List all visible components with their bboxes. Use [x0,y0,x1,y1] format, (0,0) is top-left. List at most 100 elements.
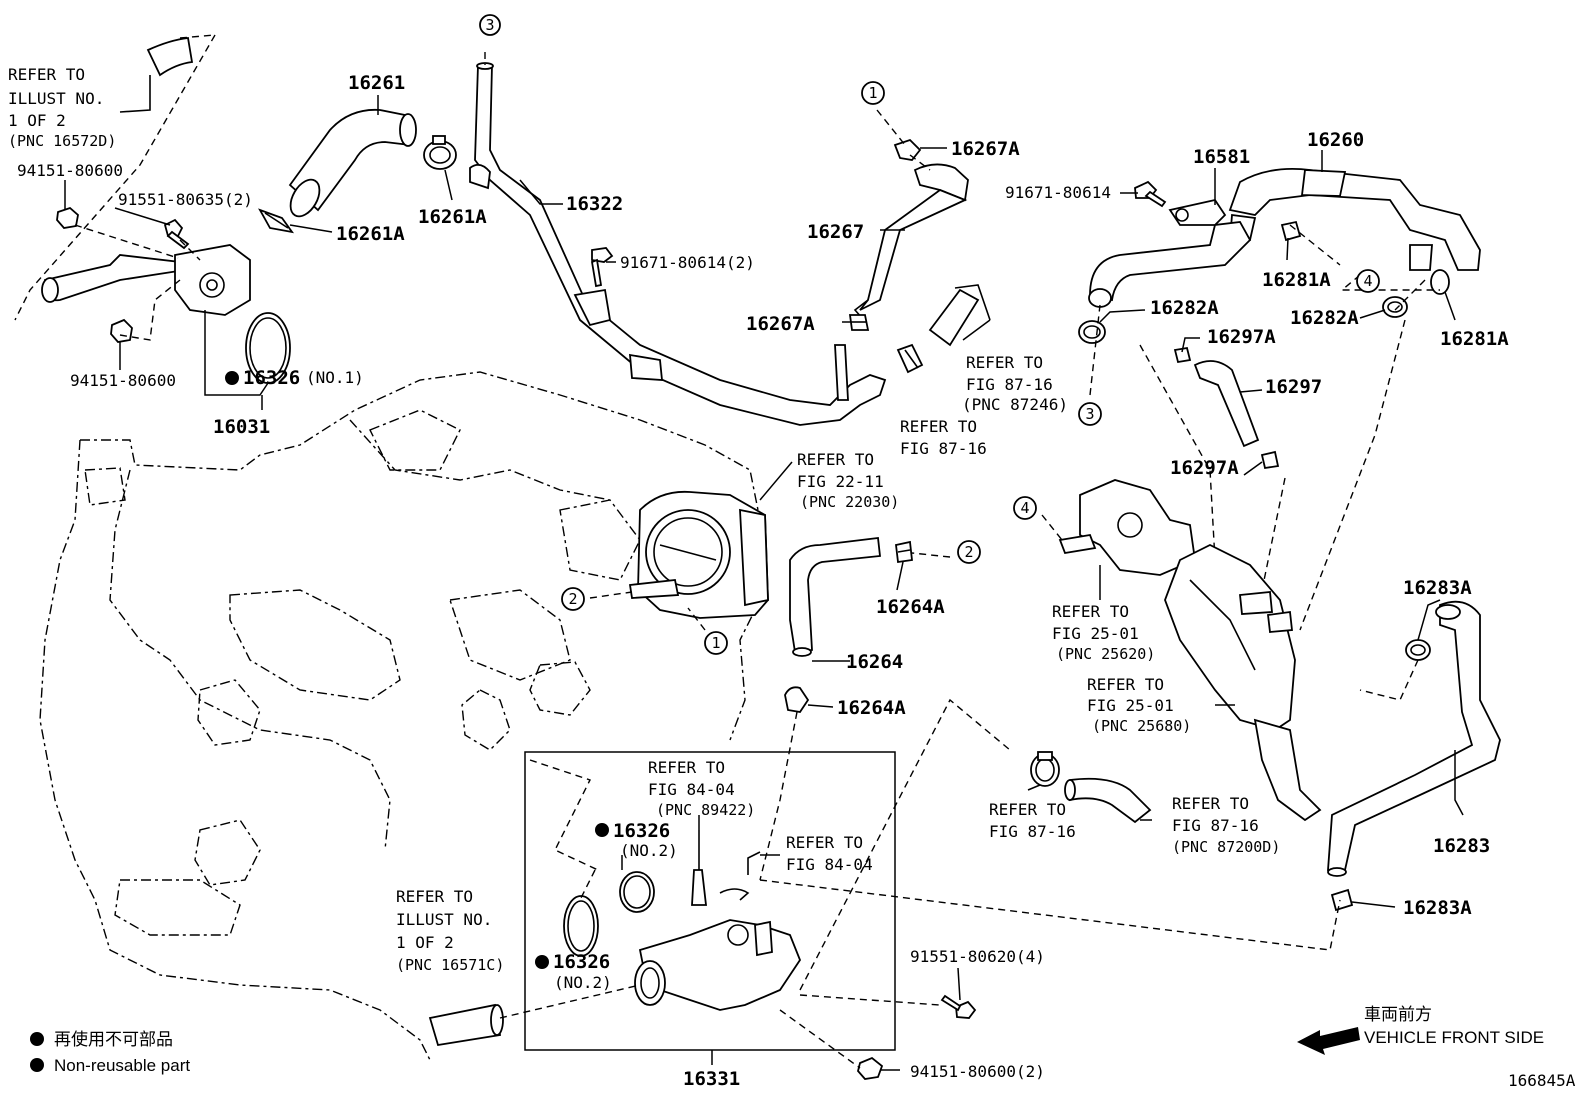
water-outlet-16331 [634,919,802,1011]
nut-94151-80600-2 [857,1056,884,1080]
dash-c4-right [1340,274,1440,291]
dash-c1-top [876,109,906,146]
svg-text:(PNC 87246): (PNC 87246) [962,395,1068,414]
pipe-16322 [469,62,887,426]
clamp-87-16-lower [1030,751,1060,787]
non-reusable-dot-no2b [535,955,549,969]
svg-text:REFER TO: REFER TO [396,887,473,906]
svg-text:1: 1 [868,84,877,102]
hose-16297 [1193,360,1260,448]
dash-c2-right [911,552,951,558]
label-16297A-top: 16297A [1207,326,1276,348]
dash-gasket-2 [579,869,596,901]
svg-text:FIG 22-11: FIG 22-11 [797,472,884,491]
vehicle-front-indicator: 車両前方 VEHICLE FRONT SIDE [1297,1005,1544,1055]
label-16331: 16331 [683,1068,740,1090]
dash-16283A [1359,659,1419,701]
refer-fig-84-04-a: REFER TO FIG 84-04 (PNC 89422) [648,758,755,819]
label-91671-80614-2: 91671-80614(2) [620,253,755,272]
dash-nut-bottom [119,279,181,341]
label-16326-no2b-note: (NO.2) [554,973,612,992]
refer-illust-bottom: REFER TO ILLUST NO. 1 OF 2 (PNC 16571C) [396,887,504,974]
dash-16281A-top [1289,224,1341,266]
dash-outlet-to-16283A [759,879,1341,951]
callout-4-mid: 4 [1013,496,1037,520]
dash-c3-right [1089,304,1101,396]
dash-outlet-to-87-16 [799,698,1011,991]
label-91551-80635: 91551-80635(2) [118,190,253,209]
clamp-16281A-right [1430,269,1450,295]
bolt-91671-80614 [1134,180,1167,208]
dash-c1-mid [687,607,706,631]
throttle-body-22030 [628,490,769,619]
pipe-16260 [1228,167,1481,271]
svg-text:(PNC 25680): (PNC 25680) [1092,717,1191,735]
label-16031: 16031 [213,416,270,438]
label-16267A-low: 16267A [746,313,815,335]
label-16281A-right: 16281A [1440,328,1509,350]
direction-jp: 車両前方 [1364,1005,1432,1024]
svg-text:REFER TO: REFER TO [989,800,1066,819]
dash-16264A-low [759,711,798,881]
label-16261A-left: 16261A [336,223,405,245]
hose-16283 [1327,600,1501,877]
svg-text:(PNC 22030): (PNC 22030) [800,493,899,511]
label-94151-80600-bottom: 94151-80600 [70,371,176,390]
label-16264A-low: 16264A [837,697,906,719]
svg-text:FIG 87-16: FIG 87-16 [989,822,1076,841]
svg-text:REFER TO: REFER TO [1052,602,1129,621]
callout-3-right: 3 [1078,402,1102,426]
svg-text:REFER TO: REFER TO [797,450,874,469]
egr-valve-25620 [1058,479,1196,576]
svg-text:(PNC 16572D): (PNC 16572D) [8,132,116,150]
svg-text:FIG 87-16: FIG 87-16 [900,439,987,458]
svg-text:REFER TO: REFER TO [648,758,725,777]
hose-stub-87200D [1064,777,1152,824]
dash-bolt [179,239,201,261]
svg-text:FIG 84-04: FIG 84-04 [786,855,873,874]
nut-94151-top [56,206,79,229]
label-16283A-top: 16283A [1403,577,1472,599]
callout-3-top: 3 [479,14,501,36]
bracket-16581 [1168,198,1227,226]
clip-84-04 [719,851,761,901]
label-91671-80614: 91671-80614 [1005,183,1111,202]
clamp-stub-87-16 [896,343,924,374]
svg-text:1 OF 2: 1 OF 2 [8,111,66,130]
direction-en: VEHICLE FRONT SIDE [1364,1028,1544,1047]
svg-text:FIG 84-04: FIG 84-04 [648,780,735,799]
label-16260: 16260 [1307,129,1364,151]
callout-4-right: 4 [1356,269,1380,293]
legend: 再使用不可部品 Non-reusable part [30,1029,190,1075]
label-16283A-bottom: 16283A [1403,897,1472,919]
dash-16267A [909,154,931,171]
svg-text:(PNC 87200D): (PNC 87200D) [1172,838,1280,856]
label-94151-80600-2: 94151-80600(2) [910,1062,1045,1081]
svg-text:FIG 87-16: FIG 87-16 [966,375,1053,394]
legend-en: Non-reusable part [54,1056,190,1075]
clamp-16261A-left [258,208,295,234]
refer-fig-25-01-a: REFER TO FIG 25-01 (PNC 25620) [1052,602,1155,663]
hose-16581-left [1088,221,1252,308]
label-16267A-top: 16267A [951,138,1020,160]
non-reusable-dot-no2a [595,823,609,837]
svg-text:REFER TO: REFER TO [786,833,863,852]
label-16326-no2a: 16326 [613,820,670,842]
svg-text:REFER TO: REFER TO [966,353,1043,372]
svg-text:1: 1 [711,634,720,652]
outlet-assembly-box [524,751,896,1051]
refer-fig-25-01-b: REFER TO FIG 25-01 (PNC 25680) [1087,675,1191,735]
callout-2-left: 2 [561,587,585,611]
hose-16261 [288,108,417,218]
clamp-16282A-right [1382,296,1408,318]
svg-text:ILLUST NO.: ILLUST NO. [8,89,104,108]
clamp-16297A-low [1260,450,1280,470]
svg-text:3: 3 [1085,405,1094,423]
svg-text:4: 4 [1020,499,1029,517]
callout-2-right: 2 [957,540,981,564]
leader-lines [64,95,1464,1071]
callout-1-mid: 1 [704,631,728,655]
refer-illust-top: REFER TO ILLUST NO. 1 OF 2 (PNC 16572D) [8,65,116,150]
dash-c2-left [589,591,633,599]
